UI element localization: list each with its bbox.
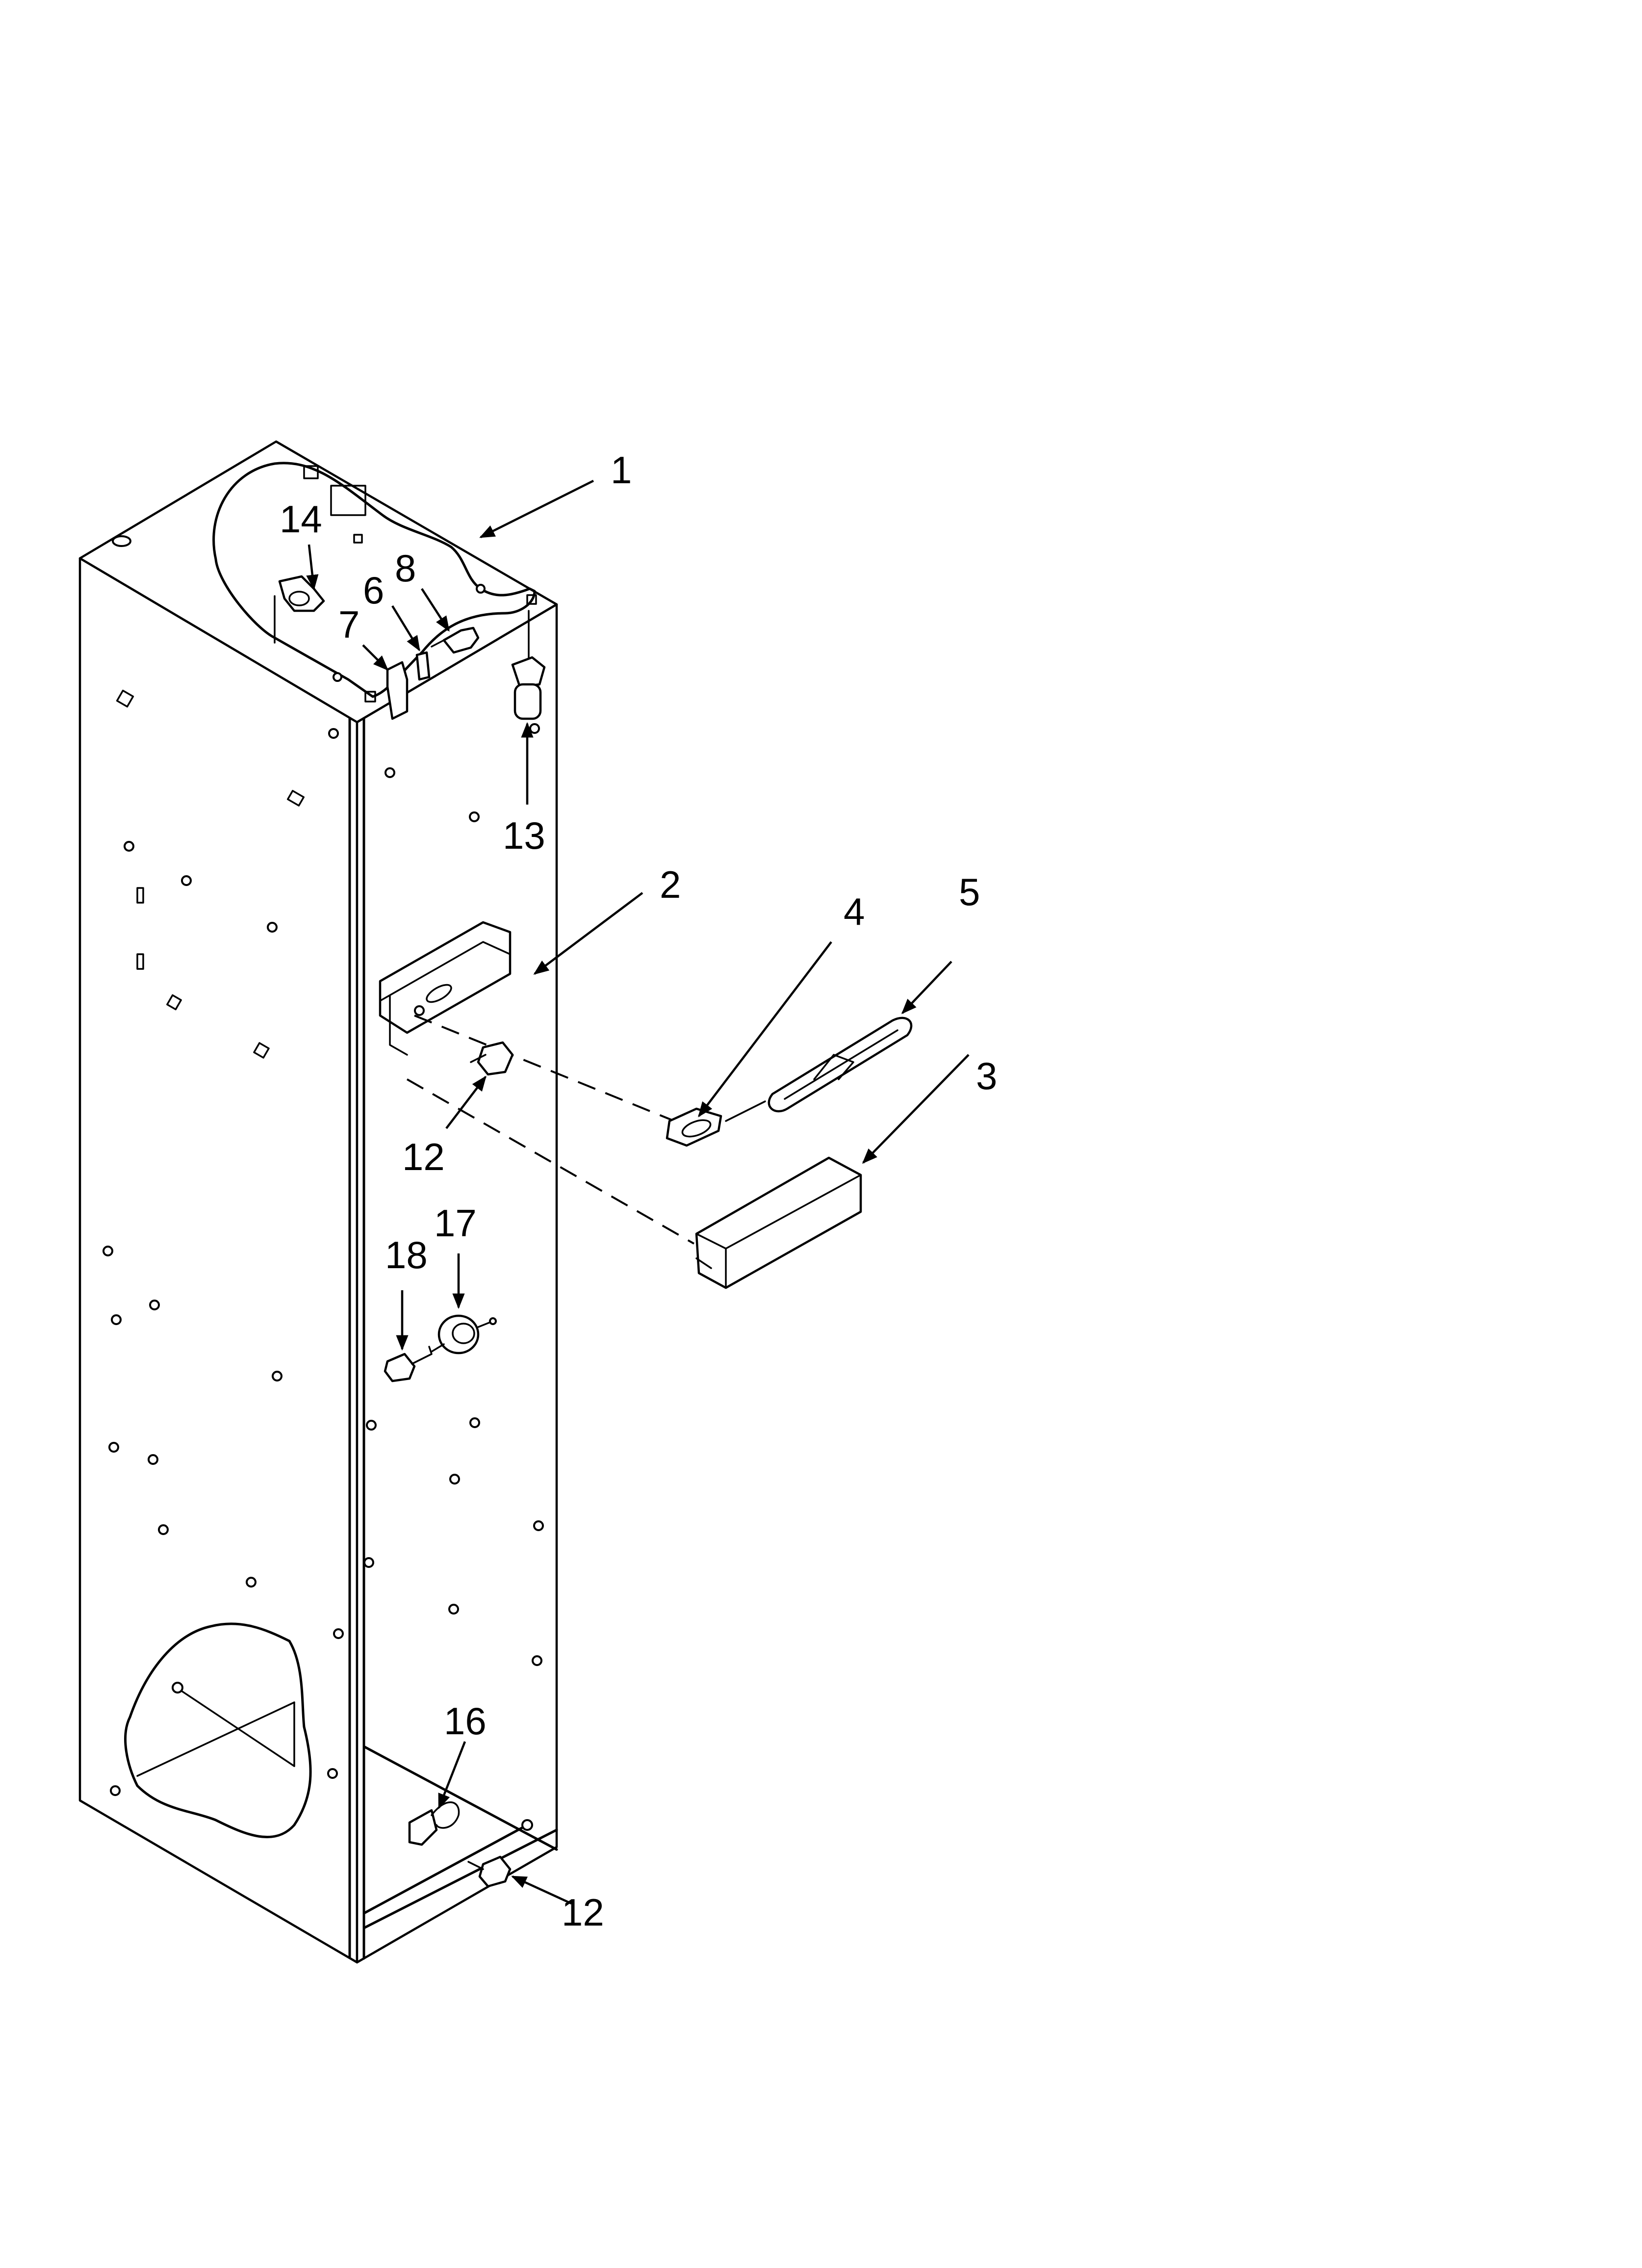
callout-5: 5 [959,870,980,913]
callout-2: 2 [660,863,681,906]
callout-4: 4 [844,890,865,933]
callout-7: 7 [338,603,359,646]
screw-part-18 [384,1343,445,1382]
callout-16: 16 [444,1699,487,1743]
leader-3 [862,1054,970,1164]
screw-part-12-lower [467,1855,512,1888]
sensor-part-13 [511,610,546,720]
callout-18: 18 [385,1233,428,1277]
bracket-part-2 [379,921,675,1122]
callout-17: 17 [434,1201,477,1245]
screw-part-12-upper [470,1041,514,1076]
screw-part-8 [431,626,480,654]
callout-12b: 12 [562,1891,604,1934]
callout-3: 3 [976,1054,997,1097]
leader-6 [391,605,420,652]
leader-12a [445,1075,487,1129]
callout-6: 6 [363,569,384,612]
callout-12a: 12 [402,1135,445,1178]
leader-16 [437,1741,466,1809]
leader-1 [479,479,594,539]
clip-part-4 [666,1107,722,1147]
leader-12b [511,1875,572,1905]
leader-2 [533,892,643,975]
callout-1: 1 [611,448,632,492]
bracket-part-7 [386,661,409,720]
thermistor-part-5 [725,1017,913,1122]
callout-14: 14 [280,497,322,541]
clip-part-14 [278,575,325,612]
callout-leaders [306,479,970,1905]
clip-part-6 [415,651,431,681]
leader-4 [698,941,832,1118]
callout-8: 8 [395,547,416,590]
leader-8 [421,588,450,632]
callout-labels: 1 2 3 4 5 6 7 8 12 12 13 14 16 17 18 [280,448,997,1934]
leader-7 [362,644,389,671]
callout-13: 13 [503,814,545,857]
leader-5 [901,961,952,1015]
leader-14 [306,544,319,591]
grommet-part-17 [437,1314,497,1355]
cover-part-3 [695,1156,862,1289]
